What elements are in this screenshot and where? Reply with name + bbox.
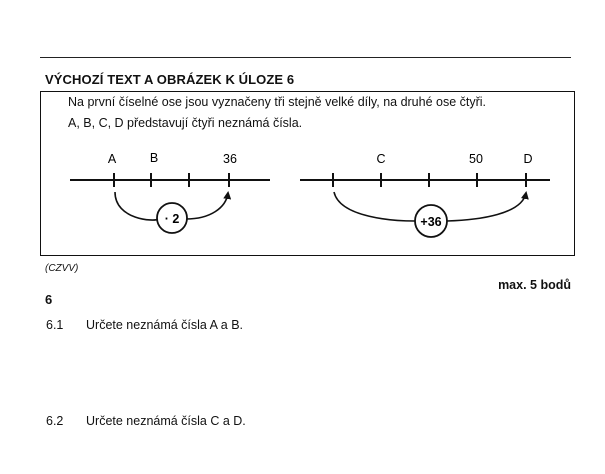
operation-circle-1 xyxy=(156,202,188,234)
operation-circle-2 xyxy=(414,204,448,238)
arc-1-right xyxy=(185,191,232,220)
max-points: max. 5 bodů xyxy=(498,278,571,292)
subquestion-text: Určete neznámá čísla C a D. xyxy=(86,414,246,428)
number-line-1: A B 36 · 2 xyxy=(70,151,270,234)
label-a: A xyxy=(108,152,117,166)
source-text-box xyxy=(40,91,575,256)
question-number: 6 xyxy=(45,292,53,307)
operation-label-1: · 2 xyxy=(165,212,180,226)
label-50: 50 xyxy=(469,152,483,166)
source-citation: (CZVV) xyxy=(45,263,79,274)
arc-1-left xyxy=(114,191,159,221)
subquestion-number: 6.1 xyxy=(46,318,64,332)
arc-2-left xyxy=(333,191,416,222)
label-d: D xyxy=(523,152,532,166)
label-c: C xyxy=(376,152,385,166)
label-36: 36 xyxy=(223,152,237,166)
intro-line-1: Na první číselné ose jsou vyznačeny tři … xyxy=(68,95,487,109)
number-line-2: C 50 D +36 xyxy=(300,152,550,238)
subquestion-number: 6.2 xyxy=(46,414,64,428)
operation-label-2: +36 xyxy=(420,215,441,229)
subquestion-text: Určete neznámá čísla A a B. xyxy=(86,318,244,332)
intro-line-2: A, B, C, D představují čtyři neznámá čís… xyxy=(68,116,303,130)
arc-2-right xyxy=(446,191,529,222)
label-b: B xyxy=(150,151,158,165)
top-rule xyxy=(40,57,571,58)
section-heading: VÝCHOZÍ TEXT A OBRÁZEK K ÚLOZE 6 xyxy=(45,72,295,87)
